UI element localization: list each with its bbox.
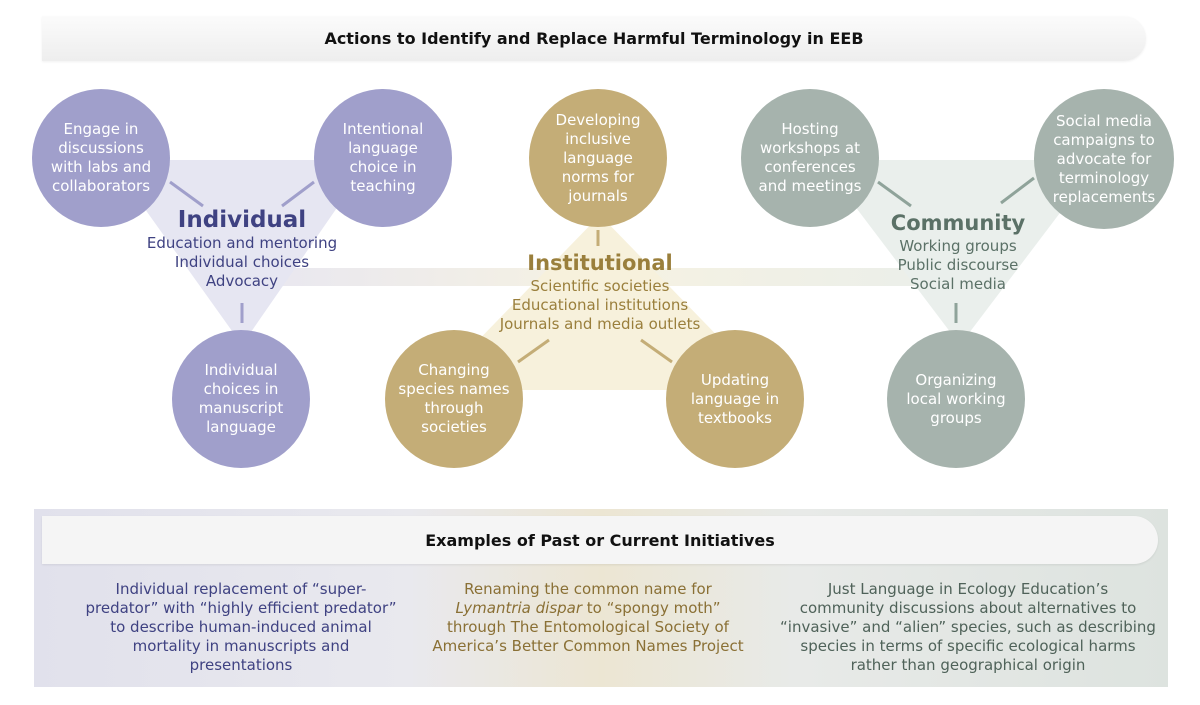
individual-title: Individual: [177, 207, 307, 233]
example-line: to describe human-induced animal: [110, 618, 372, 636]
individual-item: Advocacy: [205, 272, 279, 290]
individual-item: Education and mentoring: [146, 234, 338, 252]
example-line: America’s Better Common Names Project: [432, 637, 744, 655]
community-item: Social media: [910, 275, 1006, 293]
individual-group: Individual Education and mentoring Indiv…: [142, 206, 342, 291]
institutional-item: Educational institutions: [511, 296, 689, 314]
example-line: Lymantria dispar to “spongy moth”: [408, 599, 768, 618]
community-title: Community: [890, 211, 1026, 235]
connector-line: [1000, 176, 1035, 205]
circle-engage-discussions: Engage in discussions with labs and coll…: [32, 89, 170, 227]
institutional-title: Institutional: [527, 251, 673, 275]
connector-line: [877, 180, 912, 208]
circle-hosting-workshops: Hosting workshops at conferences and mee…: [741, 89, 879, 227]
example-line: presentations: [189, 656, 293, 674]
individual-item: Individual choices: [174, 253, 310, 271]
example-line: predator” with “highly efficient predato…: [85, 599, 397, 617]
institutional-triangle: [430, 215, 770, 390]
examples-title: Examples of Past or Current Initiatives: [42, 516, 1158, 564]
example-line: Renaming the common name for: [464, 580, 712, 598]
example-line: community discussions about alternatives…: [799, 599, 1137, 617]
circle-social-media-campaigns: Social media campaigns to advocate for t…: [1034, 89, 1174, 229]
example-individual: Individual replacement of “super- predat…: [56, 580, 426, 675]
connector-line: [640, 338, 673, 364]
example-line: through The Entomological Society of: [447, 618, 729, 636]
connector-line: [517, 338, 550, 364]
institutional-item: Scientific societies: [530, 277, 670, 295]
community-group: Community Working groups Public discours…: [858, 209, 1058, 294]
circle-updating-textbooks: Updating language in textbooks: [666, 330, 804, 468]
community-triangle: [820, 160, 1100, 345]
institutional-item: Journals and media outlets: [499, 315, 701, 333]
connector-line: [169, 180, 204, 208]
example-line: species in terms of specific ecological …: [800, 637, 1136, 655]
connector-line: [281, 180, 315, 208]
example-line: mortality in manuscripts and: [132, 637, 350, 655]
institutional-group: Institutional Scientific societies Educa…: [485, 249, 715, 334]
example-line: Just Language in Ecology Education’s: [827, 580, 1109, 598]
example-line: rather than geographical origin: [850, 656, 1086, 674]
species-name: Lymantria dispar: [455, 599, 583, 617]
example-line-tail: to “spongy moth”: [582, 599, 721, 617]
circle-manuscript-language: Individual choices in manuscript languag…: [172, 330, 310, 468]
circle-local-working-groups: Organizing local working groups: [887, 330, 1025, 468]
example-institutional: Renaming the common name for Lymantria d…: [408, 580, 768, 656]
individual-triangle: [110, 160, 370, 345]
example-line: “invasive” and “alien” species, such as …: [780, 618, 1156, 636]
example-line: Individual replacement of “super-: [115, 580, 367, 598]
community-item: Public discourse: [897, 256, 1019, 274]
page-title: Actions to Identify and Replace Harmful …: [42, 16, 1146, 61]
circle-inclusive-norms: Developing inclusive language norms for …: [529, 89, 667, 227]
example-community: Just Language in Ecology Education’s com…: [772, 580, 1164, 675]
community-item: Working groups: [899, 237, 1017, 255]
circle-changing-species-names: Changing species names through societies: [385, 330, 523, 468]
circle-intentional-language: Intentional language choice in teaching: [314, 89, 452, 227]
